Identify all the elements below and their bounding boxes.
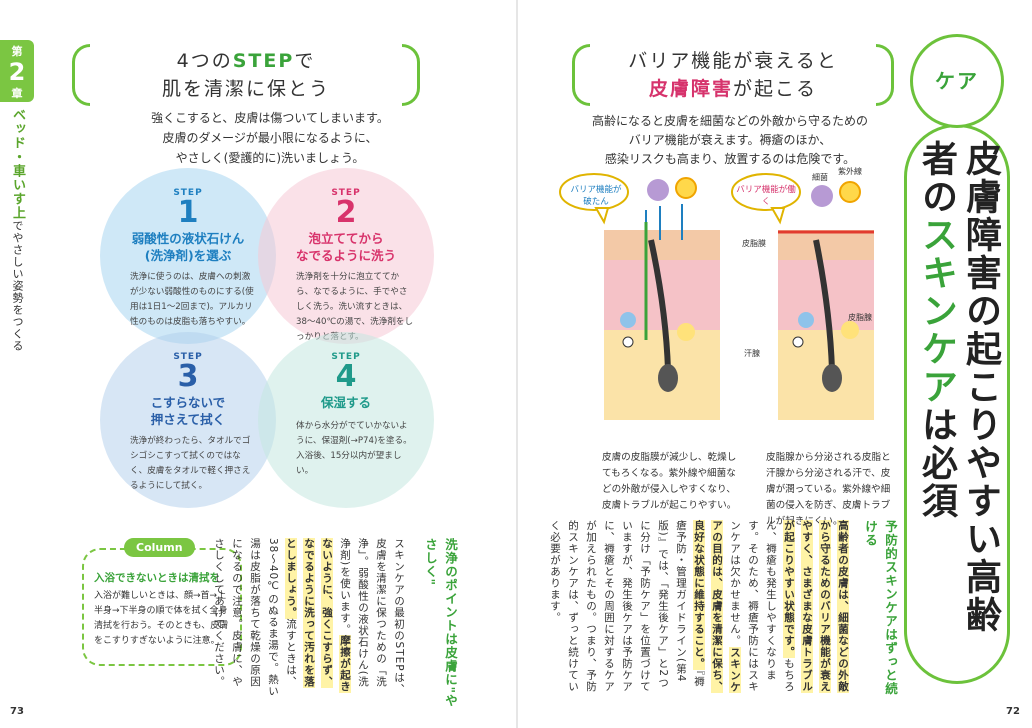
step-4-circle: STEP 4 保湿する 体から水分がでていかないように、保湿剤(→P74)を塗る… xyxy=(258,332,434,508)
label-sebaceous-gland: 皮脂腺 xyxy=(848,313,872,322)
label-sweat-gland: 汗腺 xyxy=(744,349,760,358)
right-intro: 高齢になると皮膚を細菌などの外敵から守るための バリア機能が衰えます。褥瘡のほか… xyxy=(591,114,868,166)
left-point-heading: 洗浄のポイントは皮膚に"やさしく" xyxy=(423,538,458,708)
page-title: 皮膚障害の起こりやすい高齢者のスキンケアは必須 xyxy=(916,140,1001,634)
right-heading: バリア機能が衰えると 皮膚障害が起こる xyxy=(572,44,894,106)
label-uv: 紫外線 xyxy=(838,167,862,176)
left-intro: 強くこすると、皮膚は傷ついてしまいます。 皮膚のダメージが最小限になるように、 … xyxy=(151,111,389,165)
caption-healthy: 皮脂腺から分泌される皮脂と汗腺から分泌される汗で、皮膚が潤っている。紫外線や細菌… xyxy=(766,452,891,527)
left-body-text: スキンケアの最初のSTEPは、皮膚を清潔に保つための「洗浄」。弱酸性の液状石けん… xyxy=(213,538,405,697)
right-point-heading: 予防的スキンケアはずっと続ける xyxy=(863,520,898,696)
step-1-circle: STEP 1 弱酸性の液状石けん (洗浄剤)を選ぶ 洗浄に使うのは、皮膚への刺激… xyxy=(100,168,276,344)
page-number-left: 73 xyxy=(10,706,24,717)
bubble-label-damaged: バリア機能が破たん xyxy=(570,185,622,207)
chapter-badge: 第 2 章 xyxy=(0,40,34,102)
page-number-right: 72 xyxy=(1006,706,1020,717)
chapter-side-tab: 第 2 章 ベッド・車いす上でやさしい姿勢をつくる xyxy=(0,40,34,390)
right-body-text: 高齢者の皮膚は、細菌などの外敵から守るためのバリア機能が衰えやすく、さまざまな皮… xyxy=(549,520,849,693)
left-heading: 4つのSTEPで 肌を清潔に保とう xyxy=(72,44,420,106)
chapter-title: ベッド・車いす上でやさしい姿勢をつくる xyxy=(10,108,25,352)
bubble-label-healthy: バリア機能が働く xyxy=(736,185,796,207)
title-frame xyxy=(904,124,1010,684)
caption-damaged: 皮膚の皮脂膜が減少し、乾燥してもろくなる。紫外線や細菌などの外敵が侵入しやすくな… xyxy=(602,452,737,511)
care-badge: ケア xyxy=(910,34,1004,128)
label-bacteria: 細菌 xyxy=(812,173,828,182)
page-gutter xyxy=(516,0,518,728)
skin-illustration-damaged xyxy=(559,173,720,420)
label-sebum-film: 皮脂膜 xyxy=(742,239,766,248)
column-tag: Column xyxy=(124,538,195,557)
skin-illustration-healthy xyxy=(731,173,874,420)
step-3-circle: STEP 3 こすらないで 押さえて拭く 洗浄が終わったら、タオルでゴシゴシこす… xyxy=(100,332,276,508)
column-box: Column 入浴できないときは清拭を 入浴が難しいときは、顔→首→上半身→下半… xyxy=(82,538,242,666)
step-2-circle: STEP 2 泡立ててから なでるように洗う 洗浄剤を十分に泡立ててから、なでる… xyxy=(258,168,434,344)
